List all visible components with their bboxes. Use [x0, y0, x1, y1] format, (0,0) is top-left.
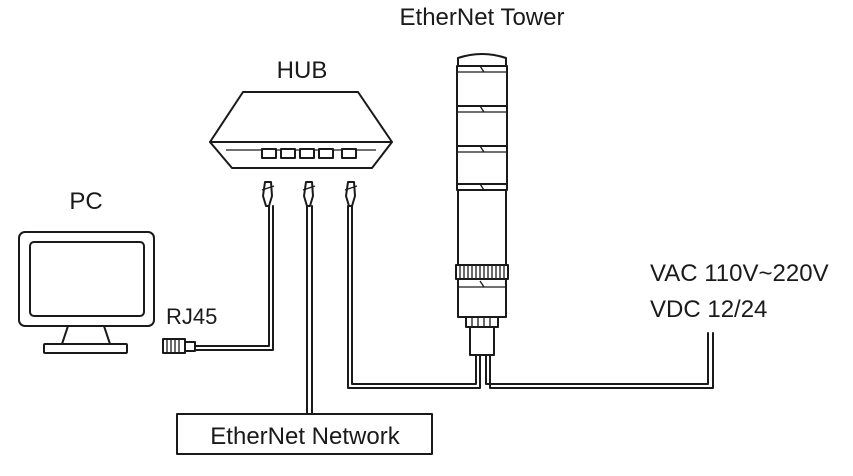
power-label-ac: VAC 110V~220V — [650, 260, 829, 287]
hub-label: HUB — [277, 57, 328, 84]
rj45-plug-middle — [302, 181, 316, 207]
cable-hub-to-pc — [194, 205, 270, 347]
network-label-front: EtherNet Network — [210, 423, 400, 450]
cable-power-to-tower — [485, 332, 714, 389]
rj45-connector-icon — [162, 338, 196, 354]
rj45-plug-left — [261, 181, 275, 207]
rj45-plug-right — [344, 181, 358, 207]
network-box — [176, 413, 433, 455]
hub-device — [209, 91, 393, 169]
cable-hub-to-network — [306, 205, 313, 415]
pc-computer — [18, 231, 196, 354]
power-label-dc: VDC 12/24 — [650, 296, 767, 323]
ethernet-tower — [455, 53, 509, 356]
tower-label: EtherNet Tower — [400, 4, 565, 31]
pc-label: PC — [69, 188, 102, 215]
cable-hub-to-pc-outline — [194, 205, 274, 351]
rj45-label: RJ45 — [166, 304, 217, 329]
cable-hub-to-tower — [347, 205, 481, 389]
